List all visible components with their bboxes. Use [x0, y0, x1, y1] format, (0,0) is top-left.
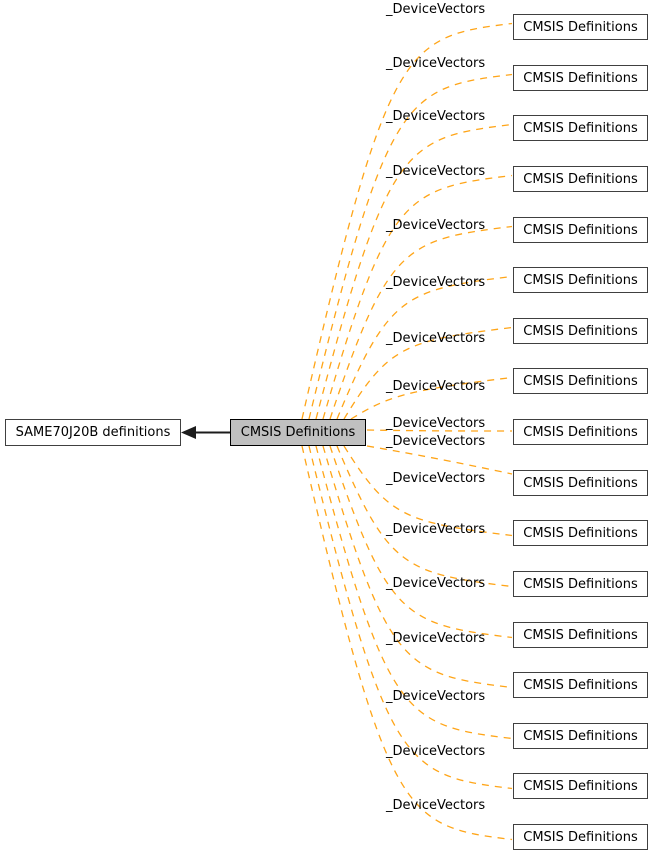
node-cmsis-definitions[interactable]: CMSIS Definitions [513, 520, 648, 546]
edge-label-devicevectors: _DeviceVectors [386, 689, 486, 704]
dashed-dependency-edge [315, 123, 513, 420]
edge-label-devicevectors: _DeviceVectors [386, 744, 486, 759]
node-cmsis-definitions-center[interactable]: CMSIS Definitions [230, 419, 366, 446]
node-cmsis-definitions[interactable]: CMSIS Definitions [513, 419, 648, 445]
edge-label-devicevectors: _DeviceVectors [386, 576, 486, 591]
edge-label-devicevectors: _DeviceVectors [386, 109, 486, 124]
node-cmsis-definitions[interactable]: CMSIS Definitions [513, 217, 648, 243]
dashed-dependency-edge [366, 445, 513, 475]
edge-label-devicevectors: _DeviceVectors [386, 471, 486, 486]
edge-label-devicevectors: _DeviceVectors [386, 218, 486, 233]
dashed-dependency-edge [322, 174, 513, 420]
node-cmsis-definitions[interactable]: CMSIS Definitions [513, 65, 648, 91]
edge-label-devicevectors: _DeviceVectors [386, 331, 486, 346]
dashed-dependency-edge [336, 275, 513, 420]
node-cmsis-definitions[interactable]: CMSIS Definitions [513, 470, 648, 496]
node-cmsis-definitions[interactable]: CMSIS Definitions [513, 267, 648, 293]
edge-label-devicevectors: _DeviceVectors [386, 164, 486, 179]
dashed-dependency-edge [343, 326, 513, 420]
node-cmsis-definitions[interactable]: CMSIS Definitions [513, 672, 648, 698]
node-cmsis-definitions[interactable]: CMSIS Definitions [513, 773, 648, 799]
dashed-dependency-edge [308, 73, 513, 420]
dashed-dependency-edge [301, 22, 513, 420]
edge-label-devicevectors: _DeviceVectors [386, 56, 486, 71]
node-cmsis-definitions[interactable]: CMSIS Definitions [513, 571, 648, 597]
edge-label-devicevectors: _DeviceVectors [386, 631, 486, 646]
edge-label-devicevectors: _DeviceVectors [386, 379, 486, 394]
node-cmsis-definitions[interactable]: CMSIS Definitions [513, 115, 648, 141]
dashed-dependency-edge [343, 445, 513, 537]
node-cmsis-definitions[interactable]: CMSIS Definitions [513, 14, 648, 40]
dashed-dependency-edge [336, 445, 513, 588]
node-cmsis-definitions[interactable]: CMSIS Definitions [513, 368, 648, 394]
node-cmsis-definitions[interactable]: CMSIS Definitions [513, 166, 648, 192]
node-cmsis-definitions[interactable]: CMSIS Definitions [513, 622, 648, 648]
node-cmsis-definitions[interactable]: CMSIS Definitions [513, 824, 648, 850]
dashed-dependency-edge [350, 376, 513, 420]
dashed-dependency-edge [329, 225, 513, 420]
dashed-dependency-edge [366, 429, 513, 432]
dashed-dependency-edge [308, 445, 513, 790]
left-arrowhead-icon [181, 426, 196, 439]
edge-label-devicevectors: _DeviceVectors [386, 416, 486, 431]
dashed-dependency-edge [301, 445, 513, 841]
edge-label-devicevectors: _DeviceVectors [386, 434, 486, 449]
edge-label-devicevectors: _DeviceVectors [386, 2, 486, 17]
node-same70j20b-definitions[interactable]: SAME70J20B definitions [5, 419, 181, 446]
dashed-dependency-edge [329, 445, 513, 639]
node-cmsis-definitions[interactable]: CMSIS Definitions [513, 318, 648, 344]
node-cmsis-definitions[interactable]: CMSIS Definitions [513, 723, 648, 749]
edge-label-devicevectors: _DeviceVectors [386, 798, 486, 813]
edge-label-devicevectors: _DeviceVectors [386, 522, 486, 537]
dashed-dependency-edge [322, 445, 513, 689]
edge-label-devicevectors: _DeviceVectors [386, 275, 486, 290]
